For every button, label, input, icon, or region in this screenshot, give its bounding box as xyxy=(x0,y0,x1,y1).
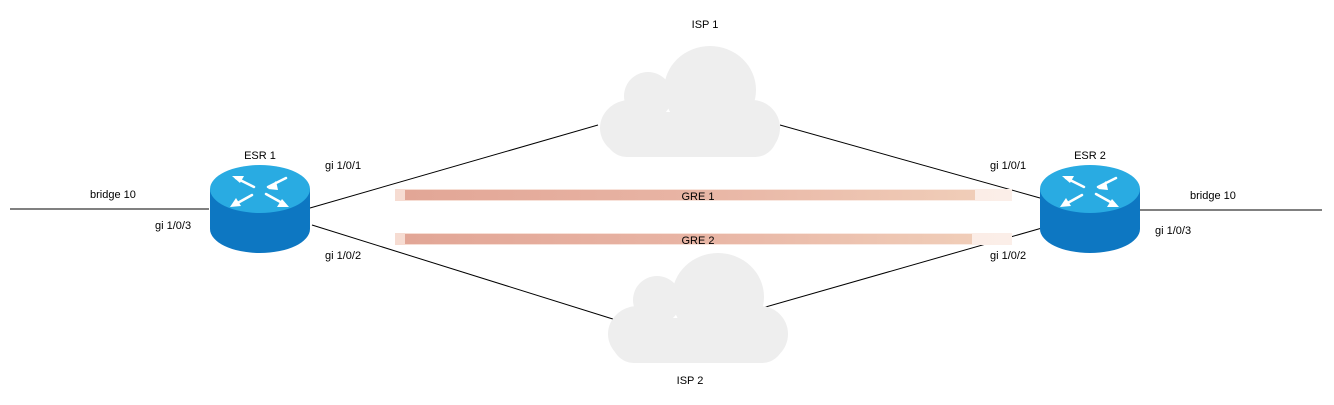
link-isp1-esr2 xyxy=(779,124,1041,199)
esr2-label: ESR 2 xyxy=(1074,150,1106,162)
link-esr1-isp1 xyxy=(309,124,599,209)
isp1-label: ISP 1 xyxy=(692,19,719,31)
gre1-tunnel xyxy=(395,189,1012,201)
esr1-gi103-label: gi 1/0/3 xyxy=(155,220,191,232)
bridge-right-label: bridge 10 xyxy=(1190,190,1236,202)
esr1-gi101-label: gi 1/0/1 xyxy=(325,160,361,172)
esr2-gi102-label: gi 1/0/2 xyxy=(990,250,1026,262)
esr2-gi103-label: gi 1/0/3 xyxy=(1155,225,1191,237)
router-icon[interactable] xyxy=(210,165,310,253)
gre2-tunnel xyxy=(395,233,1012,245)
esr1-label: ESR 1 xyxy=(244,150,276,162)
router-icon[interactable] xyxy=(1040,165,1140,253)
cloud-icon xyxy=(608,253,788,363)
bridge-left-label: bridge 10 xyxy=(90,189,136,201)
gre2-label: GRE 2 xyxy=(681,235,714,247)
link-esr1-isp2 xyxy=(311,224,617,321)
esr1-gi102-label: gi 1/0/2 xyxy=(325,250,361,262)
isp2-label: ISP 2 xyxy=(677,375,704,387)
cloud-icon xyxy=(600,46,780,157)
gre1-label: GRE 1 xyxy=(681,191,714,203)
esr2-gi101-label: gi 1/0/1 xyxy=(990,160,1026,172)
